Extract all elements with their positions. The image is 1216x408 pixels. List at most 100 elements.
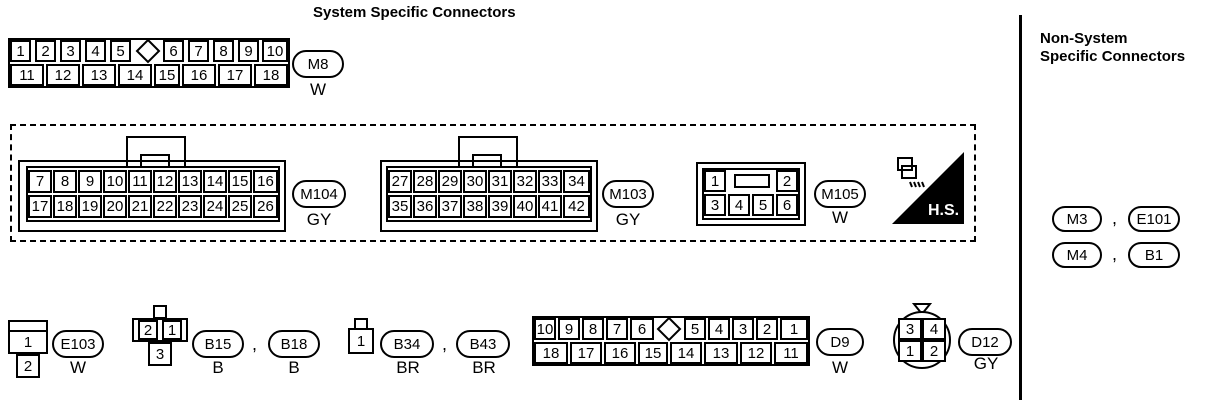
m104-pin-25: 25 (228, 195, 252, 218)
m8-pin-8: 8 (213, 40, 234, 62)
b15-top-tab (153, 305, 167, 319)
d9-pin-3: 3 (732, 318, 754, 340)
b15-pin-1: 1 (162, 320, 182, 340)
b15-pin-2: 2 (138, 320, 158, 340)
m103-pin-33: 33 (538, 170, 562, 193)
m103-id-tag: M103 (602, 180, 654, 208)
d12-pin-3: 3 (898, 318, 922, 340)
m104-pin-14: 14 (203, 170, 227, 193)
m104-id-tag: M104 (292, 180, 346, 208)
d9-id-tag: D9 (816, 328, 864, 356)
m8-pin-7: 7 (188, 40, 209, 62)
m104-pin-9: 9 (78, 170, 102, 193)
harness-side-icon: H.S. (892, 152, 964, 224)
m8-pin-10: 10 (262, 40, 288, 62)
b18-id-tag: B18 (268, 330, 320, 358)
d9-housing (532, 316, 810, 366)
system-specific-title: System Specific Connectors (313, 4, 516, 21)
nonsystem-sep-1: , (1112, 208, 1118, 228)
m104-pin-15: 15 (228, 170, 252, 193)
d9-pin-17: 17 (570, 342, 602, 364)
m105-pin-6: 6 (776, 194, 798, 216)
m105-wire-color: W (831, 208, 849, 227)
b43-wire-color: BR (472, 358, 496, 377)
m8-pin-18: 18 (254, 64, 288, 86)
b15-b18-separator: , (252, 334, 258, 354)
m103-pin-37: 37 (438, 195, 462, 218)
nonsystem-tag-b1: B1 (1128, 242, 1180, 268)
m103-pin-34: 34 (563, 170, 590, 193)
m105-housing (696, 162, 806, 226)
nonsystem-tag-e101: E101 (1128, 206, 1180, 232)
m104-pin-16: 16 (253, 170, 278, 193)
m103-pin-40: 40 (513, 195, 537, 218)
b18-wire-color: B (288, 358, 300, 377)
m104-inner (26, 166, 280, 222)
m104-pin-7: 7 (28, 170, 52, 193)
m105-key-slot (734, 174, 770, 188)
m104-housing (18, 160, 286, 232)
m8-pin-2: 2 (35, 40, 56, 62)
m8-housing (8, 38, 290, 88)
b34-pin-1: 1 (348, 328, 374, 354)
m103-pin-32: 32 (513, 170, 537, 193)
d12-id-tag: D12 (958, 328, 1012, 356)
m8-pin-5: 5 (110, 40, 131, 62)
m105-pin-1: 1 (704, 170, 726, 192)
m8-pin-4: 4 (85, 40, 106, 62)
m8-id-tag: M8 (292, 50, 344, 78)
d9-pin-7: 7 (606, 318, 628, 340)
e103-pin-1: 1 (8, 330, 48, 354)
m103-pin-39: 39 (488, 195, 512, 218)
d9-pin-13: 13 (704, 342, 738, 364)
d9-pin-1: 1 (780, 318, 808, 340)
d12-wire-color: GY (973, 354, 999, 373)
m105-inner (702, 168, 800, 220)
m8-pin-14: 14 (118, 64, 152, 86)
m104-pin-12: 12 (153, 170, 177, 193)
d12-pin-2: 2 (922, 340, 946, 362)
m104-pin-10: 10 (103, 170, 127, 193)
m103-pin-35: 35 (388, 195, 412, 218)
m8-pin-15: 15 (154, 64, 180, 86)
m8-pin-13: 13 (82, 64, 116, 86)
m103-pin-31: 31 (488, 170, 512, 193)
m103-pin-27: 27 (388, 170, 412, 193)
m104-pin-24: 24 (203, 195, 227, 218)
m104-pin-20: 20 (103, 195, 127, 218)
d12-pin-4: 4 (922, 318, 946, 340)
hs-label: H.S. (928, 202, 960, 219)
d9-pin-4: 4 (708, 318, 730, 340)
m104-pin-11: 11 (128, 170, 152, 193)
m103-latch (458, 136, 518, 166)
d9-pin-2: 2 (756, 318, 778, 340)
m103-pin-30: 30 (463, 170, 487, 193)
m103-inner (386, 166, 592, 222)
b43-id-tag: B43 (456, 330, 510, 358)
d9-wire-color: W (831, 358, 849, 377)
b15-pin-3: 3 (148, 342, 172, 366)
nonsystem-sep-2: , (1112, 244, 1118, 264)
m105-pin-5: 5 (752, 194, 774, 216)
m103-housing (380, 160, 598, 232)
m8-pin-3: 3 (60, 40, 81, 62)
d9-pin-16: 16 (604, 342, 636, 364)
m8-pin-12: 12 (46, 64, 80, 86)
d9-pin-11: 11 (774, 342, 808, 364)
m103-pin-41: 41 (538, 195, 562, 218)
connector-group-box (10, 124, 976, 242)
m103-pin-36: 36 (413, 195, 437, 218)
m104-pin-13: 13 (178, 170, 202, 193)
d9-pin-12: 12 (740, 342, 772, 364)
m8-key-diamond (135, 38, 161, 64)
nonsystem-tag-m3: M3 (1052, 206, 1102, 232)
d9-pin-14: 14 (670, 342, 702, 364)
b34-wire-color: BR (396, 358, 420, 377)
hs-triangle-icon (892, 152, 964, 224)
m104-wire-color: GY (306, 210, 332, 229)
m103-pin-28: 28 (413, 170, 437, 193)
e103-wire-color: W (69, 358, 87, 377)
m104-pin-19: 19 (78, 195, 102, 218)
d12-pin-1: 1 (898, 340, 922, 362)
b34-id-tag: B34 (380, 330, 434, 358)
